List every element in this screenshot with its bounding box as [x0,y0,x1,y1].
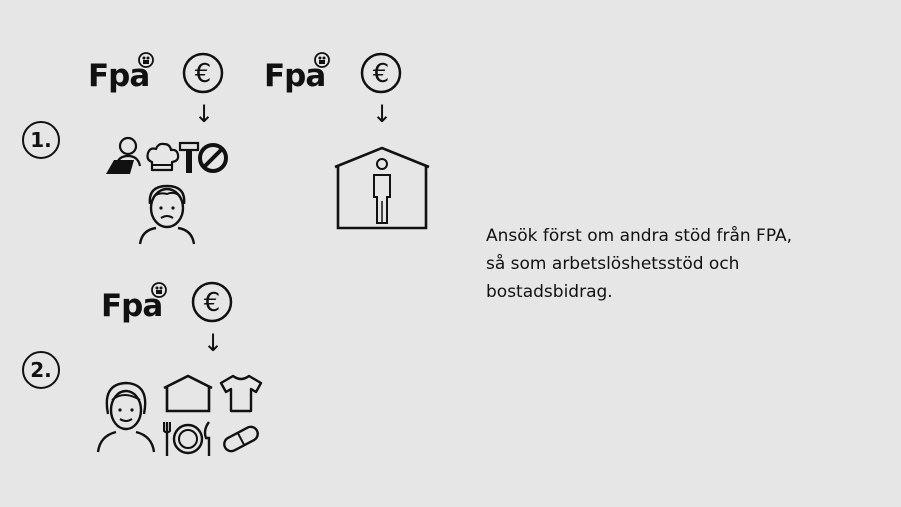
pill-icon [223,425,259,453]
house-icon [163,374,213,413]
euro-coin-icon: € [182,52,224,94]
step-2-label: 2. [30,358,52,382]
info-line-3: bostadsbidrag. [486,282,613,302]
hammer-icon [178,141,200,173]
euro-coin-icon: € [360,52,402,94]
t-shirt-icon [219,374,263,413]
euro-symbol: € [373,59,390,89]
smiling-person-icon [96,381,156,453]
arrow-down-icon: ↓ [372,100,393,128]
arrow-down-icon: ↓ [194,100,215,128]
info-text: Ansök först om andra stöd från FPA, så s… [486,222,846,306]
chef-hat-icon [146,142,180,172]
step-1-label: 1. [30,128,52,152]
euro-symbol: € [204,288,221,318]
info-line-2: så som arbetslöshetsstöd och [486,254,740,274]
euro-symbol: € [195,59,212,89]
arrow-down-icon: ↓ [203,329,224,357]
prohibited-icon [198,143,228,173]
info-line-1: Ansök först om andra stöd från FPA, [486,226,793,246]
euro-coin-icon: € [191,281,233,323]
step-2-badge: 2. [22,351,60,389]
house-with-person-icon [334,146,430,230]
fpa-logo-mark-icon [138,52,154,68]
sad-person-icon [138,184,196,245]
plate-cutlery-icon [163,421,211,456]
step-1-badge: 1. [22,121,60,159]
fpa-logo-mark-icon [151,282,167,298]
laptop-worker-icon [106,136,142,174]
fpa-logo-mark-icon [314,52,330,68]
